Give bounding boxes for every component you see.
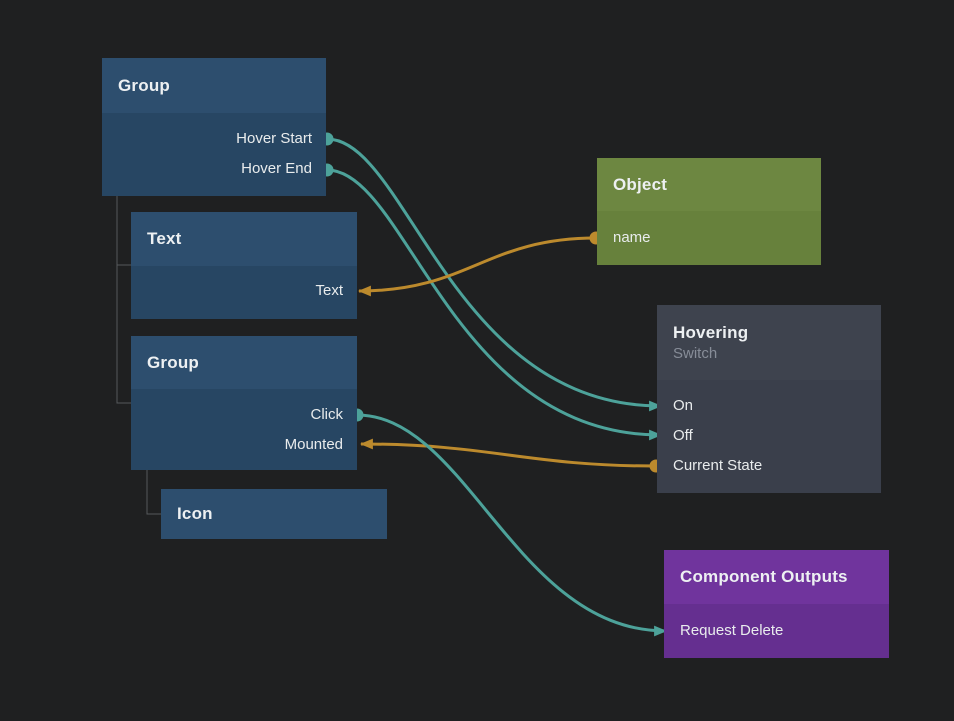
wire-object-name-to-text[interactable] — [357, 236, 597, 297]
node-header[interactable]: Icon — [161, 489, 387, 539]
tree-line-group1-to-text — [116, 196, 131, 266]
node-subtitle: Switch — [673, 345, 718, 362]
node-group-1[interactable]: Group Hover Start Hover End — [102, 58, 326, 196]
node-title: Component Outputs — [680, 567, 848, 586]
node-header[interactable]: Group — [102, 58, 326, 113]
node-component-outputs[interactable]: Component Outputs Request Delete — [664, 550, 889, 658]
wire-hover-end-to-off[interactable] — [326, 168, 663, 441]
node-hovering-switch[interactable]: Hovering Switch On Off Current State — [657, 305, 881, 493]
node-title: Hovering — [673, 323, 749, 342]
node-title: Object — [613, 174, 668, 194]
node-group-2[interactable]: Group Click Mounted — [131, 336, 357, 470]
node-title: Icon — [177, 504, 213, 523]
port-mounted[interactable]: Mounted — [284, 436, 343, 453]
node-header[interactable]: Hovering Switch — [657, 305, 881, 380]
tree-line-group2-to-icon — [146, 470, 161, 515]
wire-current-state-to-mounted[interactable] — [359, 438, 657, 468]
port-hover-start[interactable]: Hover Start — [236, 130, 312, 147]
node-title: Group — [147, 352, 199, 372]
wire-hover-start-to-on[interactable] — [326, 137, 663, 412]
wire-click-to-request-delete[interactable] — [356, 413, 668, 637]
port-on[interactable]: On — [673, 397, 694, 414]
node-title: Text — [147, 229, 182, 248]
port-current-state[interactable]: Current State — [673, 457, 763, 474]
node-text[interactable]: Text Text — [131, 212, 357, 319]
port-click[interactable]: Click — [310, 406, 344, 423]
port-off[interactable]: Off — [673, 427, 693, 444]
node-icon[interactable]: Icon — [161, 489, 387, 539]
node-header[interactable]: Object — [597, 158, 821, 211]
tree-line-group1-to-group2 — [116, 265, 131, 404]
port-hover-end[interactable]: Hover End — [241, 160, 312, 177]
port-name[interactable]: name — [613, 229, 651, 246]
port-request-delete[interactable]: Request Delete — [680, 622, 784, 639]
port-text[interactable]: Text — [315, 282, 343, 299]
node-title: Group — [118, 75, 170, 95]
node-header[interactable]: Text — [131, 212, 357, 266]
node-header[interactable]: Group — [131, 336, 357, 389]
node-header[interactable]: Component Outputs — [664, 550, 889, 604]
node-object[interactable]: Object name — [597, 158, 821, 265]
